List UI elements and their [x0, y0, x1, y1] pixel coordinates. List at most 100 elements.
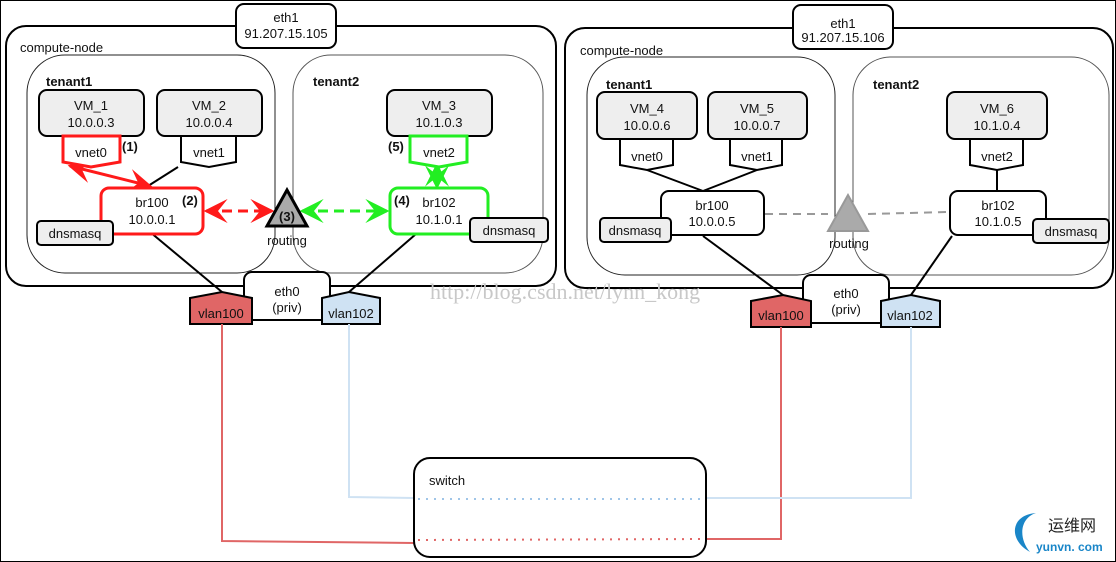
dnsmasq-label: dnsmasq [49, 226, 102, 241]
dnsmasq-label: dnsmasq [1045, 224, 1098, 239]
eth1-ip: 91.207.15.106 [801, 30, 884, 45]
routing-icon [264, 186, 310, 228]
bridge-name: br100 [695, 198, 728, 213]
tenant2-box [852, 56, 1110, 276]
vnet-port [61, 134, 122, 169]
logo-swoosh-icon [1014, 513, 1036, 552]
vm-name: VM_3 [422, 98, 456, 113]
vlan100-label: vlan100 [758, 308, 804, 323]
dnsmasq-box [599, 217, 672, 243]
logo-en: yunvn. com [1036, 540, 1103, 554]
vlan102-port [321, 290, 381, 325]
step-marker-3: (3) [279, 209, 295, 224]
eth1-ip: 91.207.15.105 [244, 26, 327, 41]
eth1-box [235, 3, 337, 49]
bridge-box [949, 190, 1047, 236]
tenant2-box [292, 54, 544, 274]
tenant2-label: tenant2 [313, 74, 359, 89]
vlan102-port [880, 293, 941, 328]
eth0-name: eth0 [274, 284, 299, 299]
bridge-ip: 10.0.0.1 [129, 212, 176, 227]
switch-box [413, 457, 707, 558]
vm-ip: 10.1.0.3 [416, 115, 463, 130]
vlan102-trunk-left [348, 324, 415, 499]
vlan100-port [189, 290, 253, 325]
vm-name: VM_5 [740, 101, 774, 116]
vnet-port [729, 138, 783, 172]
bridge-box [388, 186, 490, 236]
bridge-box [99, 186, 205, 236]
compute-node-1: compute-node eth1 91.207.15.105 tenant1 … [5, 3, 557, 325]
tenant1-box [586, 56, 836, 276]
tenant1-box [26, 54, 276, 274]
bridge-name: br102 [422, 195, 455, 210]
eth0-sub: (priv) [831, 302, 861, 317]
vlan100-port [750, 293, 812, 328]
vnet-port [408, 134, 469, 169]
tenant1-label: tenant1 [606, 77, 652, 92]
vlan100-trunk-right [706, 327, 782, 540]
vnet1-bridge-link [702, 169, 758, 192]
vlan102-label: vlan102 [328, 306, 374, 321]
br100-vlan100-link [702, 235, 784, 296]
vm-name: VM_2 [192, 98, 226, 113]
vnet-label: vnet0 [631, 149, 663, 164]
br102-vlan102-link [910, 235, 953, 296]
vnet0-bridge-flow [67, 159, 153, 193]
bridge-name: br102 [981, 198, 1014, 213]
eth0-name: eth0 [833, 286, 858, 301]
br100-vlan100-link [149, 231, 223, 293]
eth1-box [792, 4, 894, 50]
dnsmasq-label: dnsmasq [483, 223, 536, 238]
site-logo: 运维网 yunvn. com [1014, 513, 1103, 554]
step-marker-2: (2) [182, 193, 198, 208]
bridge-ip: 10.1.0.1 [416, 212, 463, 227]
vlan102-trunk-right [706, 327, 912, 499]
bridge-box [660, 190, 765, 236]
vm-name: VM_4 [630, 101, 664, 116]
step-marker-1: (1) [122, 139, 138, 154]
vnet-label: vnet1 [193, 145, 225, 160]
vnet1-bridge-link [147, 166, 179, 187]
logo-cn: 运维网 [1048, 517, 1096, 535]
dnsmasq-box [469, 217, 549, 243]
step-marker-4: (4) [394, 193, 410, 208]
vm-name: VM_1 [74, 98, 108, 113]
eth1-name: eth1 [830, 16, 855, 31]
routing-label: routing [267, 233, 307, 248]
vnet-label: vnet2 [423, 145, 455, 160]
vnet-port [619, 138, 674, 172]
routing-icon [826, 192, 870, 232]
vnet0-bridge-link [646, 169, 704, 192]
routing-label: routing [829, 236, 869, 251]
compute-node-2: compute-node eth1 91.207.15.106 tenant1 … [564, 4, 1114, 328]
vnet-label: vnet2 [981, 149, 1013, 164]
vm-name: VM_6 [980, 101, 1014, 116]
tenant1-label: tenant1 [46, 74, 92, 89]
vm-ip: 10.0.0.3 [68, 115, 115, 130]
compute-node-label: compute-node [580, 43, 663, 58]
switch-label: switch [429, 473, 465, 488]
bridge-ip: 10.0.0.5 [689, 214, 736, 229]
vnet-label: vnet1 [741, 149, 773, 164]
vlan100-label: vlan100 [198, 306, 244, 321]
bridge-ip: 10.1.0.5 [975, 214, 1022, 229]
br102-vlan102-link [348, 233, 417, 293]
compute-node-label: compute-node [20, 40, 103, 55]
vm-ip: 10.1.0.4 [974, 118, 1021, 133]
vnet-port [180, 135, 237, 169]
dnsmasq-label: dnsmasq [609, 223, 662, 238]
eth0-sub: (priv) [272, 300, 302, 315]
tenant2-label: tenant2 [873, 77, 919, 92]
vm-ip: 10.0.0.6 [624, 118, 671, 133]
vnet-label: vnet0 [75, 145, 107, 160]
step-marker-5: (5) [388, 139, 404, 154]
vm-ip: 10.0.0.7 [734, 118, 781, 133]
switch: switch [221, 324, 912, 558]
vnet-port [969, 138, 1024, 172]
vm-ip: 10.0.0.4 [186, 115, 233, 130]
eth1-name: eth1 [273, 10, 298, 25]
bridge-name: br100 [135, 195, 168, 210]
